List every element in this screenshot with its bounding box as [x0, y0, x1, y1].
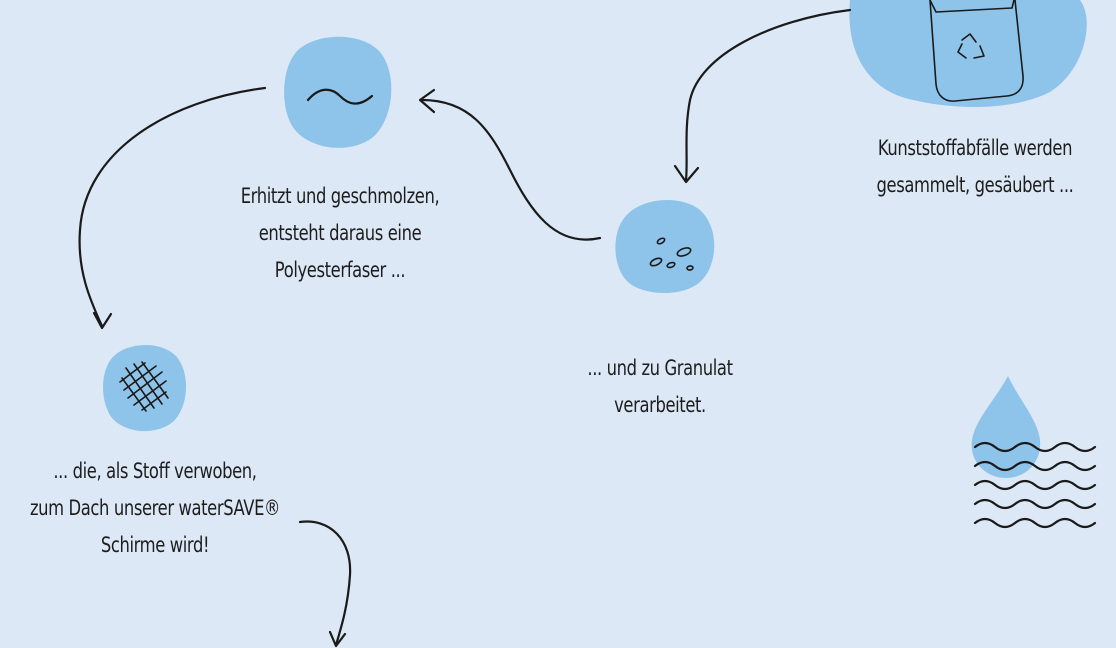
woven-fabric-icon: [103, 344, 187, 432]
arrow-granulate-to-fiber: [418, 88, 602, 241]
step-label-collect: Kunststoffabfälle werden gesammelt, gesä…: [876, 136, 1074, 197]
step-label-granulate: ... und zu Granulat verarbeitet.: [587, 356, 733, 417]
fiber-icon: [284, 36, 392, 148]
arrow-collect-to-granulate: [673, 8, 852, 184]
water-drop-waves-icon: [971, 376, 1097, 529]
step-label-fabric: ... die, als Stoff verwoben, zum Dach un…: [29, 459, 281, 557]
arrow-fabric-onward: [298, 520, 352, 648]
granulate-icon: [615, 200, 715, 294]
arrow-fiber-to-fabric: [78, 86, 267, 330]
recycling-bottle-icon: [849, 0, 1087, 108]
step-label-fiber: Erhitzt und geschmolzen, entsteht daraus…: [240, 184, 440, 282]
